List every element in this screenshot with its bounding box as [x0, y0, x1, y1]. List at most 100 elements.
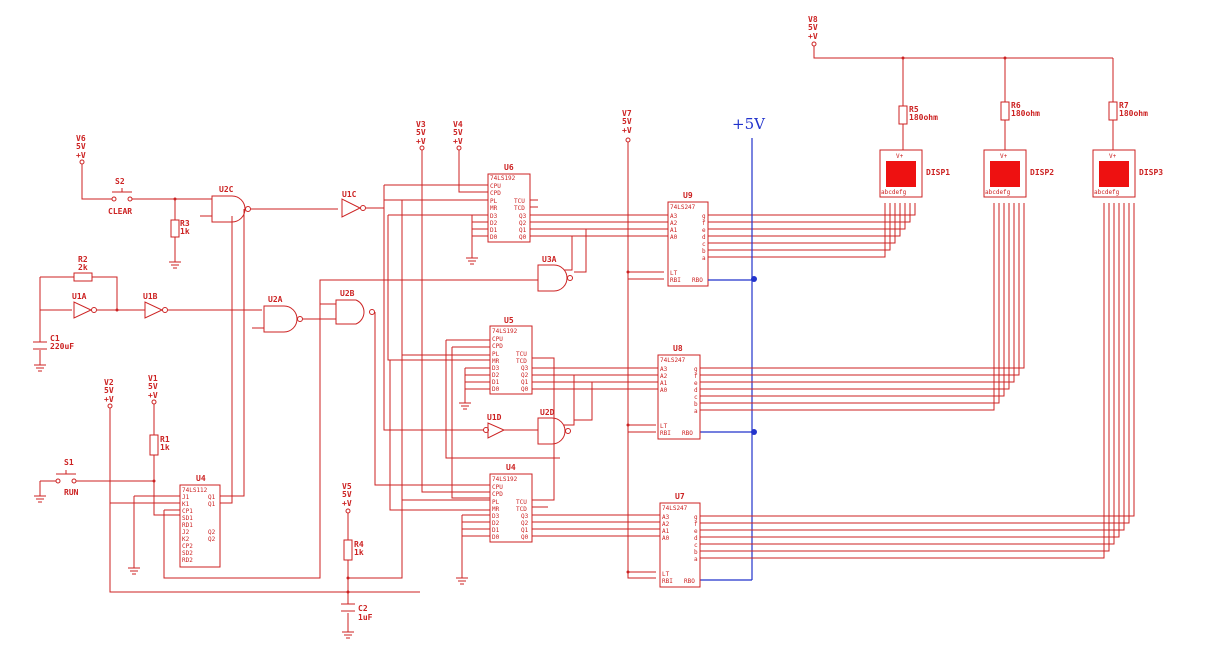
capacitor-c2: C2 1uF	[341, 603, 373, 622]
u6-pin-pl: PL	[490, 198, 498, 205]
r6-name: R6	[1011, 101, 1021, 110]
v6-name: V6	[76, 134, 86, 143]
c1-name: C1	[50, 334, 60, 343]
gate-u2b: U2B	[335, 289, 375, 325]
disp2-segs: abcdefg	[985, 189, 1011, 196]
u8-pin-f: f	[694, 373, 698, 380]
v6-terminal	[79, 159, 85, 165]
wire-u2b	[319, 279, 538, 486]
u4-pin-q1: Q1	[521, 527, 529, 534]
wire-u5-data-ground	[459, 367, 490, 410]
source-v6: V6 5V +V	[76, 134, 86, 165]
wire-v3-v4	[383, 150, 490, 493]
u7-pin-lt: LT	[662, 571, 670, 578]
ff-pin-j2: J2	[182, 529, 190, 536]
wire-v6-s2	[81, 164, 210, 200]
u9-pin-e: e	[702, 227, 706, 234]
wire-r2-c1	[34, 276, 118, 372]
u9-pin-a1: A1	[670, 227, 678, 234]
display-disp3: V+ abcdefg DISP3	[1092, 149, 1163, 198]
u8-pin-g: g	[694, 366, 698, 373]
r4-value: 1k	[354, 548, 364, 557]
u6-pin-cpu: CPU	[490, 183, 501, 190]
u9-part: 74LS247	[670, 204, 696, 211]
v7-value: 5V	[622, 117, 632, 126]
junction	[626, 570, 630, 574]
u4-pin-q3: Q3	[521, 513, 529, 520]
u5-pin-d1: D1	[492, 379, 500, 386]
u7-pin-a2: A2	[662, 521, 670, 528]
u7-pin-d: d	[694, 535, 698, 542]
ff-pin-q2: Q2	[208, 529, 216, 536]
ff-pin-k2: K2	[182, 536, 190, 543]
u8-pin-a2: A2	[660, 373, 668, 380]
u4-pin-cpu: CPU	[492, 484, 503, 491]
ff-pin-q1n: Q1	[208, 501, 216, 508]
u5-pin-q1: Q1	[521, 379, 529, 386]
u8-pin-c: c	[694, 394, 698, 401]
switch-s1[interactable]: S1 RUN	[55, 458, 79, 497]
u7-pin-b: b	[694, 549, 698, 556]
gate-u1d: U1D	[483, 413, 506, 439]
u6-pin-tcd: TCD	[514, 205, 525, 212]
v4-name: V4	[453, 120, 463, 129]
u8-part: 74LS247	[660, 357, 686, 364]
u6-pin-q0: Q0	[519, 234, 527, 241]
u4-ref: U4	[506, 463, 516, 472]
counter-u4: U4 74LS192 CPU CPD PL MR D3 D2 D1 D0 TCU…	[489, 463, 533, 543]
gate-u2a: U2A	[263, 295, 303, 333]
u8-pin-d: d	[694, 387, 698, 394]
gate-u1b: U1B	[143, 292, 168, 319]
supply-bus	[700, 138, 753, 581]
v3-sign: +V	[416, 137, 426, 146]
decoder-u8: U8 74LS247 A3 A2 A1 A0 LT RBI RBO g f e …	[657, 344, 701, 440]
r7-value: 180ohm	[1119, 109, 1148, 118]
resistor-r2: R2 2k	[73, 255, 93, 282]
u9-pin-a2: A2	[670, 220, 678, 227]
u5-pin-mr: MR	[492, 358, 500, 365]
disp2-segment-window	[990, 161, 1020, 187]
disp1-segs: abcdefg	[881, 189, 907, 196]
u5-pin-d0: D0	[492, 386, 500, 393]
u4-pin-d3: D3	[492, 513, 500, 520]
bus-junction	[751, 429, 757, 435]
v8-sign: +V	[808, 32, 818, 41]
u5-pin-tcd: TCD	[516, 358, 527, 365]
resistor-r5: R5 180ohm	[898, 105, 938, 125]
u8-pin-rbo: RBO	[682, 430, 693, 437]
wire-ff-u2c	[220, 209, 245, 504]
u9-pin-a: a	[702, 255, 706, 262]
wire-v8-bus	[813, 46, 1114, 150]
u9-pin-rbi: RBI	[670, 277, 681, 284]
u7-part: 74LS247	[662, 505, 688, 512]
r3-value: 1k	[180, 227, 190, 236]
u5-pin-q0: Q0	[521, 386, 529, 393]
junction	[1003, 56, 1007, 60]
u9-pin-b: b	[702, 248, 706, 255]
counter-u6: U6 74LS192 CPU CPD PL MR D3 D2 D1 D0 TCU…	[487, 163, 531, 243]
disp3-vplus: V+	[1109, 153, 1117, 160]
capacitor-c1: C1 220uF	[33, 334, 74, 351]
u4-pin-cpd: CPD	[492, 491, 503, 498]
u4-pin-tcd: TCD	[516, 506, 527, 513]
u7-pin-e: e	[694, 528, 698, 535]
u7-pin-rbi: RBI	[662, 578, 673, 585]
v5-name: V5	[342, 482, 352, 491]
junction	[901, 56, 905, 60]
u6-pin-d2: D2	[490, 220, 498, 227]
u8-pin-a3: A3	[660, 366, 668, 373]
source-v4: V4 5V +V	[453, 120, 463, 151]
wire-ff-ground	[128, 495, 180, 575]
u1a-label: U1A	[72, 292, 87, 301]
u5-pin-cpu: CPU	[492, 336, 503, 343]
u7-pin-rbo: RBO	[684, 578, 695, 585]
junction	[346, 576, 350, 580]
u1b-label: U1B	[143, 292, 158, 301]
v1-value: 5V	[148, 382, 158, 391]
switch-s2[interactable]: S2 CLEAR	[108, 177, 133, 216]
u7-pin-a0: A0	[662, 535, 670, 542]
u9-pin-a3: A3	[670, 213, 678, 220]
r4-name: R4	[354, 540, 364, 549]
